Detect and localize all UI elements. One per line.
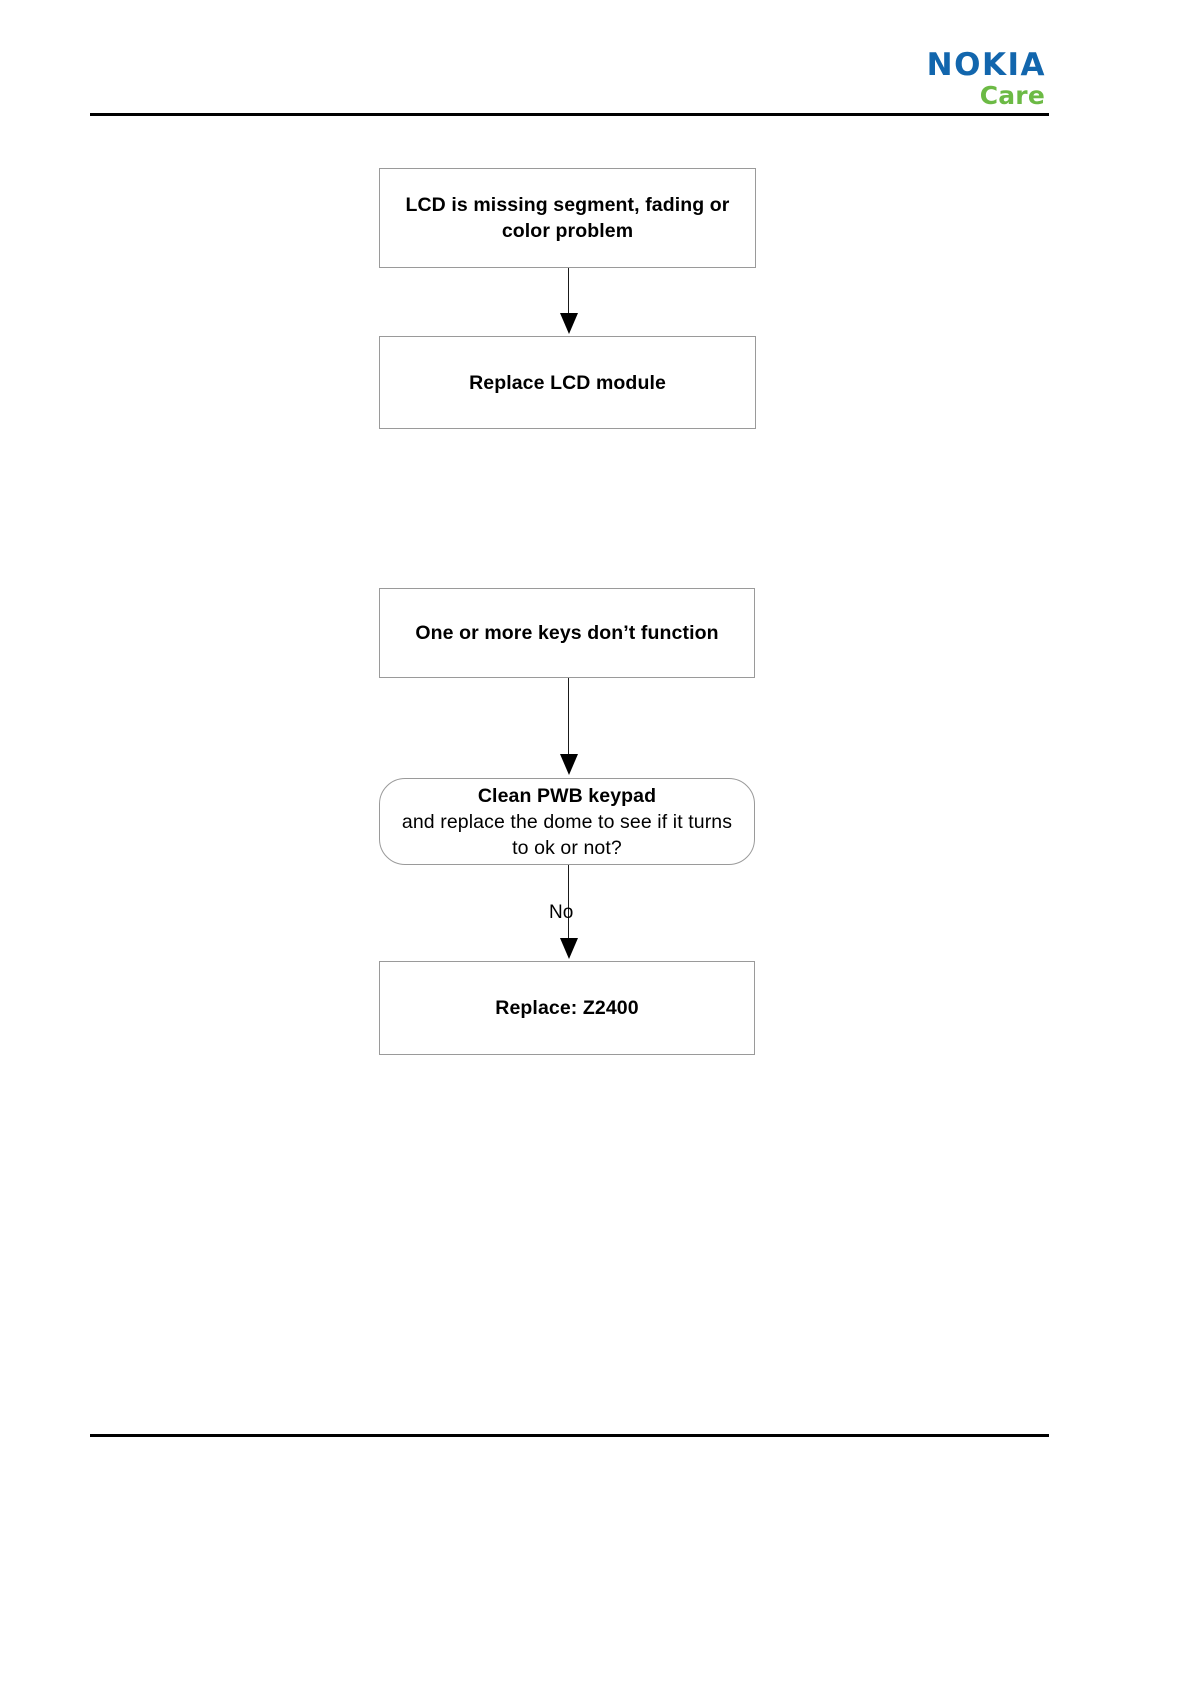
flow-node-replace-lcd-module-label: Replace LCD module — [469, 371, 666, 394]
footer-divider — [90, 1434, 1049, 1437]
flow-node-clean-pwb-keypad-line-1: Clean PWB keypad — [477, 784, 657, 807]
arrowhead-down-icon — [560, 938, 578, 959]
care-wordmark: Care — [979, 81, 1045, 110]
flow-node-lcd-problem-line-1: LCD is missing segment, fading or — [405, 194, 730, 216]
header-divider — [90, 113, 1049, 116]
flow-node-clean-pwb-keypad-line-3: to ok or not? — [512, 836, 622, 859]
flow-node-replace-z2400: Replace: Z2400 — [379, 961, 755, 1055]
nokia-care-logo: NOKIA Care — [926, 47, 1046, 110]
flow-node-replace-lcd-module: Replace LCD module — [379, 336, 756, 429]
flow-node-clean-pwb-keypad-line-2: and replace the dome to see if it turns — [401, 810, 733, 833]
arrowhead-down-icon — [560, 754, 578, 775]
connector-stem — [568, 865, 569, 941]
page-header: NOKIA Care — [0, 0, 1191, 125]
flow-node-replace-z2400-label: Replace: Z2400 — [495, 997, 639, 1019]
flow-node-lcd-problem: LCD is missing segment, fading or color … — [379, 168, 756, 268]
connector-stem — [568, 678, 569, 758]
flow-node-keys-dont-function-label: One or more keys don’t function — [415, 622, 719, 644]
flow-node-keys-dont-function: One or more keys don’t function — [379, 588, 755, 678]
connector-stem — [568, 268, 569, 315]
flow-edge-label-no: No — [549, 902, 574, 923]
flow-node-lcd-problem-line-2: color problem — [501, 220, 634, 242]
flow-node-clean-pwb-keypad: Clean PWB keypad and replace the dome to… — [379, 778, 755, 865]
nokia-wordmark: NOKIA — [926, 47, 1046, 83]
arrowhead-down-icon — [560, 313, 578, 334]
